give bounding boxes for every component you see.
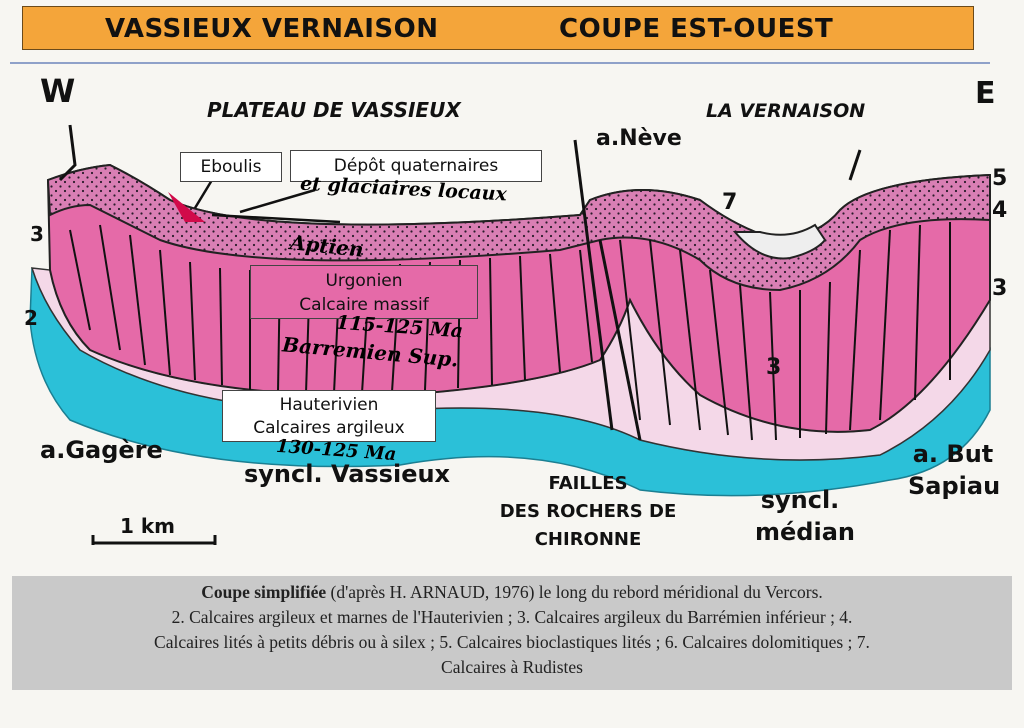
layer-number: 7 — [722, 190, 738, 215]
but-sapiau-line-1: a. But — [912, 440, 994, 468]
syncl-median-line-1: syncl. — [760, 486, 840, 514]
caption-bold: Coupe simplifiée — [201, 582, 327, 602]
header-rule — [10, 62, 990, 64]
layer-number: 3 — [30, 222, 44, 246]
failles-line-2: DES ROCHERS DE — [499, 501, 677, 522]
but-sapiau-line-2: Sapiau — [908, 472, 1001, 500]
layer-number: 4 — [992, 198, 1008, 223]
urgonien-line-2: Calcaire massif — [299, 295, 429, 315]
urgonien-line-1: Urgonien — [325, 271, 403, 291]
hauterivien-line-2: Calcaires argileux — [253, 418, 405, 438]
failles-label: FAILLES DES ROCHERS DE CHIRONNE — [478, 470, 698, 554]
caption-line-3: Calcaires lités à petits débris ou à sil… — [154, 632, 870, 652]
gagere-label: a.Gagère — [40, 436, 163, 464]
title-left: VASSIEUX VERNAISON — [105, 14, 439, 44]
layer-number: 3 — [992, 276, 1008, 301]
hauterivien-line-1: Hauterivien — [279, 395, 379, 415]
title-right: COUPE EST-OUEST — [559, 14, 834, 44]
depot-box: Dépôt quaternaires — [290, 150, 542, 182]
layer-number: 5 — [992, 166, 1008, 191]
plateau-label: PLATEAU DE VASSIEUX — [207, 98, 461, 122]
failles-line-3: CHIRONNE — [534, 529, 642, 550]
eboulis-box: Eboulis — [180, 152, 282, 182]
caption-line-2: 2. Calcaires argileux et marnes de l'Hau… — [171, 607, 853, 627]
fault-lines — [58, 124, 862, 441]
failles-line-1: FAILLES — [548, 473, 628, 494]
layer-number: 3 — [766, 355, 782, 380]
neve-label: a.Nève — [596, 126, 682, 151]
caption-line-1: Coupe simplifiée (d'après H. ARNAUD, 197… — [12, 580, 1012, 605]
syncl-vassieux-label: syncl. Vassieux — [244, 460, 451, 488]
layer-7-core — [732, 223, 827, 260]
caption-line-1-rest: (d'après H. ARNAUD, 1976) le long du reb… — [326, 582, 823, 602]
urgonien-box: Urgonien Calcaire massif — [250, 265, 478, 319]
east-label: E — [975, 76, 996, 111]
eboulis-wedge — [168, 192, 205, 222]
title-bar: VASSIEUX VERNAISON COUPE EST-OUEST — [22, 6, 974, 50]
syncl-median-line-2: médian — [755, 518, 855, 546]
scale-label: 1 km — [120, 514, 176, 538]
vernaison-label: LA VERNAISON — [706, 100, 866, 122]
layer-number: 2 — [24, 306, 38, 330]
leader-lines — [193, 179, 341, 224]
layer-4-dotted — [46, 163, 991, 292]
caption-panel: Coupe simplifiée (d'après H. ARNAUD, 197… — [12, 576, 1012, 690]
hauterivien-box: Hauterivien Calcaires argileux — [222, 390, 436, 442]
west-label: W — [40, 72, 76, 110]
but-sapiau-label: a. But Sapiau — [908, 438, 1001, 502]
caption-line-4: Calcaires à Rudistes — [441, 657, 583, 677]
syncl-median-label: syncl. médian — [755, 484, 855, 548]
scale-bar — [91, 535, 217, 545]
